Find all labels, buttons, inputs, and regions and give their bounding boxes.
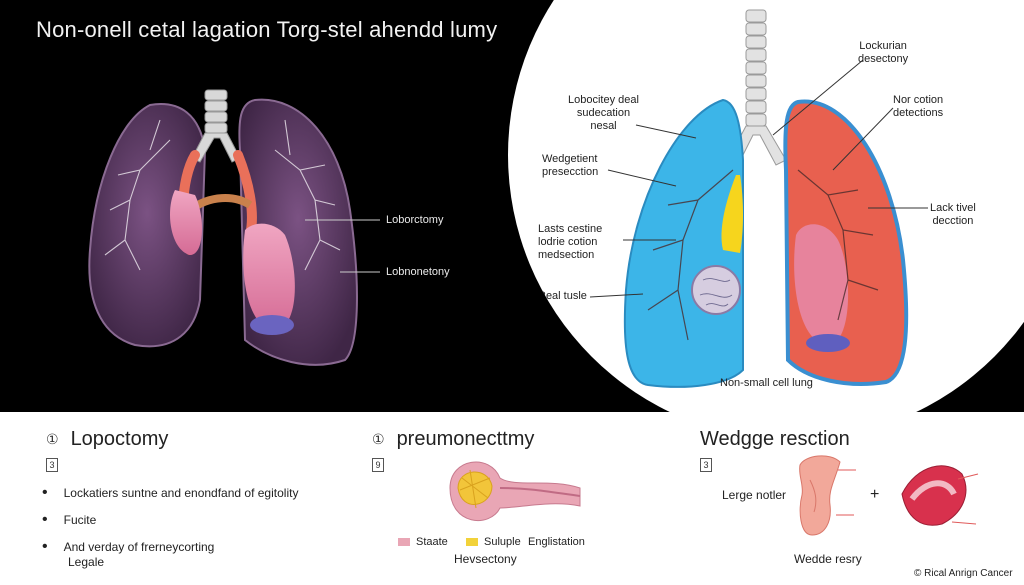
copyright: © Rical Anrign Cancer: [914, 568, 1013, 579]
label-loborctomy: Loborctomy: [386, 214, 444, 226]
legend-englistation: Englistation: [528, 536, 585, 548]
col2-title: preumonecttmy: [396, 428, 535, 450]
legend-label: Staate: [416, 536, 448, 548]
left-lobe: [88, 103, 207, 348]
label-wedgetient: Wedgetient presecction: [542, 153, 599, 178]
right-caption: Non-small cell lung: [720, 377, 813, 389]
col3-side-label: Lerge notler: [722, 488, 787, 502]
right-lungs-illustration: [589, 9, 928, 388]
legend-staate: Staate: [398, 536, 448, 548]
col2-caption: Hevsectony: [454, 552, 517, 566]
page-title: Non-onell cetal lagation Torg-stel ahend…: [36, 17, 498, 42]
col2-number: ①: [372, 431, 385, 447]
left-lungs-illustration: [88, 89, 380, 366]
col1-title: Lopoctomy: [70, 428, 169, 450]
legend-sulup: Suluple: [466, 536, 521, 548]
label-lobnonetony: Lobnonetony: [386, 266, 450, 278]
col2-header: ① preumonecttmy: [372, 428, 534, 451]
col1-box: 3: [46, 458, 58, 472]
label-nor-cotion: Nor cotion detections: [893, 94, 944, 119]
plus-sign: +: [870, 486, 880, 503]
col1-bullet: Fucite: [42, 513, 298, 527]
col3-title: Wedgge resction: [700, 428, 850, 450]
top-panel: Non-onell cetal lagation Torg-stel ahend…: [0, 0, 1024, 412]
trachea: [191, 89, 241, 163]
label-lockurian: Lockurian desectony: [858, 40, 909, 65]
col1-footer: Legale: [68, 555, 105, 569]
col3-caption: Wedde resry: [794, 552, 862, 566]
col3-header: Wedgge resction: [700, 428, 850, 451]
legend-label: Suluple: [484, 536, 521, 548]
legend-label: Englistation: [528, 536, 585, 548]
pneumonectomy-illustration: [449, 461, 581, 521]
col3-box: 3: [700, 458, 712, 472]
right-circle-panel: Lockurian desectony Lobocitey deal sudec…: [508, 0, 1024, 412]
col1-number: ①: [46, 431, 59, 447]
label-lack-tivel: Lack tivel decction: [930, 202, 976, 227]
col1-bullets: Lockatiers suntne and enondfand of egito…: [42, 486, 299, 567]
label-lobocitey: Lobocitey deal sudecation nesal: [568, 94, 639, 132]
label-real-tusle: Real tusle: [538, 290, 587, 302]
col1-header: ① Lopoctomy: [46, 428, 168, 451]
label-lasts-cestine: Lasts cestine lodrie cotion medsection: [538, 223, 603, 261]
col2-box: 9: [372, 458, 384, 472]
blue-lobe: [623, 98, 744, 388]
wedge-illustration-right: [901, 465, 979, 526]
wedge-illustration-left: [799, 455, 856, 536]
col1-bullet: And verday of frerneycorting: [42, 540, 298, 554]
swatch-sulup: [466, 538, 478, 546]
col1-bullet: Lockatiers suntne and enondfand of egito…: [42, 486, 299, 500]
swatch-staate: [398, 538, 410, 546]
bottom-panel: ① Lopoctomy 3 Lockatiers suntne and enon…: [0, 412, 1024, 585]
